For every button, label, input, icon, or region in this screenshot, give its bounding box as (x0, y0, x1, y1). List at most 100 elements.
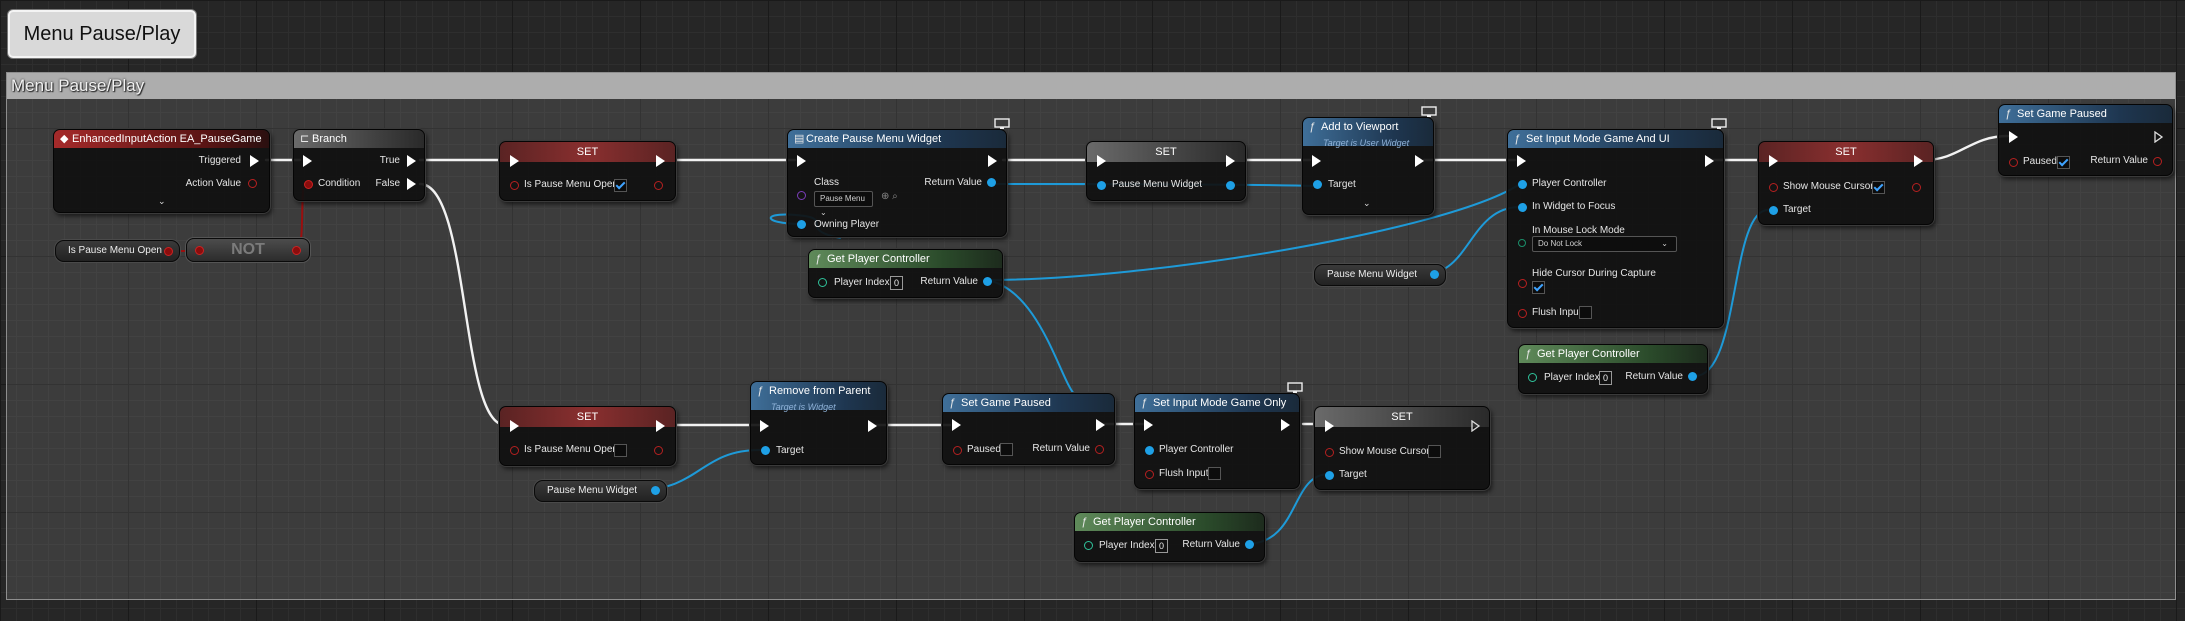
exec-in-pin[interactable] (510, 420, 519, 432)
flush-input-checkbox[interactable] (1208, 467, 1221, 480)
exec-out-pin[interactable] (656, 155, 665, 167)
add-to-viewport-node[interactable]: ƒ Add to Viewport Target is User Widget … (1302, 106, 1437, 215)
remove-from-parent-node[interactable]: ƒ Remove from Parent Target is Widget Ta… (750, 381, 887, 465)
set-input-mode-game-only-node[interactable]: ƒ Set Input Mode Game Only Player Contro… (1134, 382, 1303, 489)
exec-out-pin[interactable] (868, 420, 877, 432)
target-pin[interactable] (1313, 180, 1322, 189)
triggered-exec-pin[interactable] (250, 155, 259, 167)
set-game-paused-node-2[interactable]: ƒ Set Game Paused Paused Return Value (942, 393, 1115, 465)
exec-out-pin[interactable] (656, 420, 665, 432)
set-is-pause-open-false-node[interactable]: SET Is Pause Menu Open (499, 406, 676, 466)
player-index-input[interactable]: 0 (1599, 371, 1612, 385)
paused-checkbox[interactable] (2057, 156, 2070, 169)
player-index-input[interactable]: 0 (890, 276, 903, 290)
class-pin[interactable] (797, 191, 806, 200)
return-value-pin[interactable] (1245, 540, 1254, 549)
exec-in-pin[interactable] (797, 155, 806, 167)
exec-in-pin[interactable] (952, 419, 961, 431)
show-mouse-cursor-checkbox[interactable] (1872, 181, 1885, 194)
set-input-mode-game-and-ui-node[interactable]: ƒ Set Input Mode Game And UI Player Cont… (1507, 118, 1727, 328)
exec-in-pin[interactable] (1312, 155, 1321, 167)
graph-title-button[interactable]: Menu Pause/Play (8, 10, 196, 58)
paused-pin[interactable] (953, 446, 962, 455)
branch-node[interactable]: ⊏ Branch Condition True False (293, 129, 425, 201)
true-exec-pin[interactable] (407, 155, 416, 167)
pause-menu-widget-getter-2[interactable]: Pause Menu Widget (534, 480, 667, 502)
set-show-mouse-cursor-true-node[interactable]: SET Show Mouse Cursor Target (1758, 141, 1934, 225)
not-input-pin[interactable] (195, 246, 204, 255)
pause-menu-widget-getter-1[interactable]: Pause Menu Widget (1314, 264, 1446, 286)
input-action-node[interactable]: ◆ EnhancedInputAction EA_PauseGame Trigg… (53, 129, 270, 213)
bool-out-pin[interactable] (654, 446, 663, 455)
return-value-pin[interactable] (983, 277, 992, 286)
hide-cursor-pin[interactable] (1518, 279, 1527, 288)
widget-output-pin[interactable] (651, 486, 660, 495)
exec-in-pin[interactable] (1769, 155, 1778, 167)
target-pin[interactable] (761, 446, 770, 455)
is-pause-open-checkbox[interactable] (614, 444, 627, 457)
set-game-paused-node-1[interactable]: ƒ Set Game Paused Paused Return Value (1998, 104, 2173, 176)
get-player-controller-node-1[interactable]: ƒ Get Player Controller Player Index 0 R… (808, 249, 1003, 298)
player-controller-pin[interactable] (1145, 446, 1154, 455)
exec-out-pin[interactable] (988, 155, 997, 167)
mouse-lock-mode-pin[interactable] (1518, 239, 1526, 247)
player-index-pin[interactable] (1084, 541, 1093, 550)
owning-player-pin[interactable] (797, 220, 806, 229)
bool-in-pin[interactable] (1325, 448, 1334, 457)
mouse-lock-mode-dropdown[interactable]: Do Not Lock⌄ (1532, 236, 1677, 252)
not-output-pin[interactable] (292, 246, 301, 255)
is-pause-menu-open-getter[interactable]: Is Pause Menu Open (55, 240, 180, 262)
expand-chevron-icon[interactable]: ⌄ (1363, 198, 1371, 208)
hide-cursor-checkbox[interactable] (1532, 281, 1545, 294)
exec-out-pin[interactable] (1281, 419, 1290, 431)
player-index-pin[interactable] (1528, 373, 1537, 382)
paused-pin[interactable] (2009, 158, 2018, 167)
expand-chevron-icon[interactable]: ⌄ (158, 196, 166, 206)
set-pause-menu-widget-node[interactable]: SET Pause Menu Widget (1086, 141, 1246, 201)
target-pin[interactable] (1325, 471, 1334, 480)
not-node[interactable]: NOT (186, 238, 310, 262)
action-value-pin[interactable] (248, 179, 257, 188)
widget-focus-pin[interactable] (1518, 203, 1527, 212)
return-value-pin[interactable] (1095, 445, 1104, 454)
exec-in-pin[interactable] (1325, 420, 1334, 432)
bool-out-pin[interactable] (1912, 183, 1921, 192)
player-index-input[interactable]: 0 (1155, 539, 1168, 553)
exec-out-pin[interactable] (1705, 155, 1714, 167)
exec-in-pin[interactable] (510, 155, 519, 167)
bool-output-pin[interactable] (164, 247, 173, 256)
browse-icon[interactable]: ⊕ ⌕ (881, 191, 898, 202)
exec-out-pin[interactable] (1914, 155, 1923, 167)
bool-out-pin[interactable] (654, 181, 663, 190)
return-value-pin[interactable] (1688, 372, 1697, 381)
flush-input-pin[interactable] (1518, 309, 1527, 318)
flush-input-pin[interactable] (1145, 470, 1154, 479)
player-index-pin[interactable] (818, 278, 827, 287)
flush-input-checkbox[interactable] (1579, 306, 1592, 319)
exec-in-pin[interactable] (1097, 155, 1106, 167)
comment-header[interactable]: Menu Pause/Play (7, 73, 2175, 99)
player-controller-pin[interactable] (1518, 180, 1527, 189)
show-mouse-cursor-checkbox[interactable] (1428, 445, 1441, 458)
exec-in-pin[interactable] (760, 420, 769, 432)
false-exec-pin[interactable] (407, 178, 416, 190)
widget-output-pin[interactable] (1430, 270, 1439, 279)
is-pause-open-checkbox[interactable] (614, 179, 627, 192)
condition-pin[interactable] (304, 180, 313, 189)
exec-out-pin[interactable] (1096, 419, 1105, 431)
return-value-pin[interactable] (2153, 157, 2162, 166)
bool-in-pin[interactable] (510, 181, 519, 190)
bool-in-pin[interactable] (1769, 183, 1778, 192)
exec-out-pin[interactable] (1415, 155, 1424, 167)
exec-in-pin[interactable] (1517, 155, 1526, 167)
exec-out-pin[interactable] (1226, 155, 1235, 167)
widget-in-pin[interactable] (1097, 181, 1106, 190)
exec-out-hollow-icon[interactable] (1471, 420, 1481, 432)
create-pause-menu-widget-node[interactable]: ▤ Create Pause Menu Widget Class Pause M… (787, 118, 1010, 237)
get-player-controller-node-3[interactable]: ƒ Get Player Controller Player Index 0 R… (1074, 512, 1265, 562)
bool-in-pin[interactable] (510, 446, 519, 455)
return-value-pin[interactable] (987, 178, 996, 187)
paused-checkbox[interactable] (1000, 443, 1013, 456)
set-is-pause-open-true-node[interactable]: SET Is Pause Menu Open (499, 141, 676, 201)
